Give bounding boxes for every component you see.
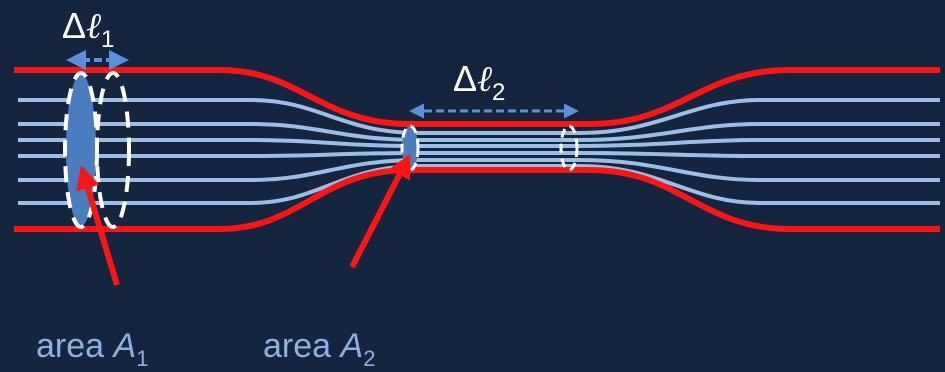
streamline <box>18 164 940 205</box>
delta-l2-symbol: Δ <box>453 58 477 99</box>
cross-section-1-shifted-outline <box>95 71 131 229</box>
streamline <box>18 122 940 142</box>
pointer-arrow-area-2 <box>349 153 411 269</box>
area-a2-subscript: 2 <box>363 346 375 371</box>
pipe-bottom-wall <box>14 167 940 232</box>
delta-l2-subscript: 2 <box>492 79 505 106</box>
delta-l2-letter: ℓ <box>477 59 492 100</box>
area-a2-word: area <box>263 327 341 365</box>
area-a1-variable: A <box>112 327 137 365</box>
streamline <box>18 158 940 182</box>
delta-l2-label: Δℓ2 <box>453 58 505 106</box>
area-a2-label: area A2 <box>263 327 375 371</box>
streamline <box>18 151 940 158</box>
area-a1-subscript: 1 <box>136 346 148 371</box>
streamline <box>18 138 940 148</box>
delta-l1-label: Δℓ1 <box>62 5 114 53</box>
pointer-arrow-area-1 <box>76 165 120 286</box>
delta-l1-subscript: 1 <box>101 26 114 53</box>
delta-l1-symbol: Δ <box>62 5 86 46</box>
area-a1-word: area <box>36 327 114 365</box>
cross-section-2-shifted-outline <box>559 124 579 172</box>
streamline <box>18 98 940 135</box>
streamlines <box>18 98 940 205</box>
pipe-top-wall <box>14 67 940 127</box>
pipe-walls <box>14 67 940 232</box>
area-a2-variable: A <box>339 327 364 365</box>
area-a1-label: area A1 <box>36 327 148 371</box>
delta-l1-letter: ℓ <box>86 6 101 47</box>
